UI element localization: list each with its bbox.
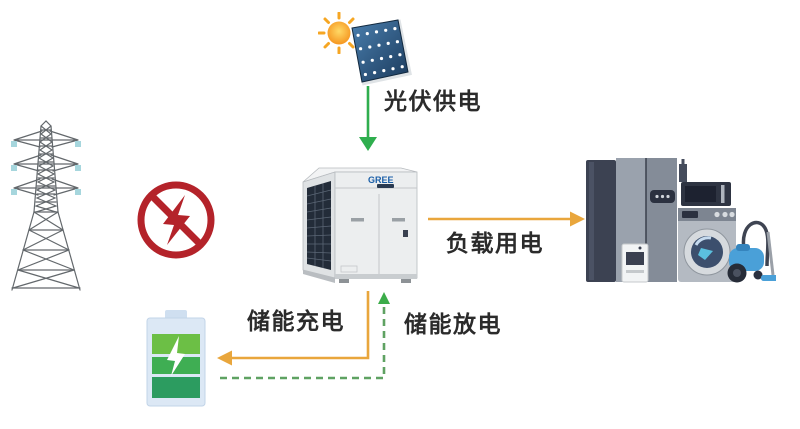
home-appliances-icon (586, 158, 776, 283)
unit-grille (307, 181, 331, 270)
gree-outdoor-unit-icon: GREE (302, 167, 418, 283)
battery-bolt (167, 336, 185, 376)
pv-supply-label: 光伏供电 (384, 88, 482, 114)
insulators (11, 141, 81, 195)
sun-icon (318, 12, 360, 54)
storage-charge-arrow (217, 291, 370, 366)
washing-machine (678, 208, 736, 282)
pv-supply-arrow (359, 86, 377, 151)
unit-handle (403, 230, 408, 237)
no-grid-power-icon (137, 181, 215, 259)
storage-discharge-label: 储能放电 (404, 311, 502, 337)
slash (149, 193, 203, 247)
load-power-label: 负载用电 (446, 230, 544, 256)
gree-logo: GREE (368, 175, 394, 188)
bottle (679, 159, 687, 182)
vacuum-cleaner (727, 220, 776, 283)
transmission-tower-icon (11, 120, 81, 291)
microwave (681, 182, 731, 206)
storage-discharge-arrow (220, 292, 390, 380)
coffee-machine (621, 243, 649, 283)
storage-battery-icon (146, 310, 206, 407)
svg-text:GREE: GREE (368, 175, 394, 185)
solar-panel-icon (351, 19, 412, 86)
load-power-arrow (428, 211, 585, 227)
storage-charge-label: 储能充电 (247, 308, 345, 334)
